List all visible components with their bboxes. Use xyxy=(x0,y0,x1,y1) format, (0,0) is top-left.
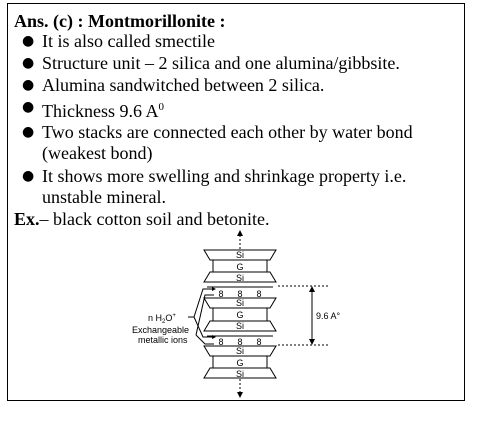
stack-3: Si G Si xyxy=(203,345,277,379)
answer-box: Ans. (c) : Montmorillonite : ● It is als… xyxy=(7,3,465,401)
ion-pointer-upper xyxy=(195,294,214,336)
bullet-text-3: Alumina sandwitched between 2 silica. xyxy=(42,75,325,95)
pointer-arrow xyxy=(212,335,216,339)
bullet-text-5a: Two stacks are connected each other by w… xyxy=(42,122,413,142)
ion-pointer-lower xyxy=(195,334,214,345)
thickness-text: Thickness 9.6 A xyxy=(42,101,159,121)
ion-symbol: 8 xyxy=(256,289,261,299)
ion-symbol: 8 xyxy=(237,289,242,299)
answer-heading: Ans. (c) : Montmorillonite : xyxy=(14,11,225,31)
silica-layer xyxy=(203,297,277,309)
layer-label-g: G xyxy=(236,262,243,272)
interlayer-water-2: 8 8 8 xyxy=(207,335,273,347)
example-text: – black cotton soil and betonite. xyxy=(39,209,270,229)
ion-symbol: 8 xyxy=(256,337,261,347)
bullet-text-1: It is also called smectile xyxy=(42,31,215,51)
bullet-icon: ● xyxy=(22,55,35,71)
dimension-arrow-top xyxy=(309,286,315,292)
bullet-icon: ● xyxy=(22,168,35,184)
layer-label-si: Si xyxy=(236,250,244,260)
bullet-icon: ● xyxy=(22,77,35,93)
silica-layer xyxy=(203,249,277,261)
dimension-arrow-bottom xyxy=(309,339,315,345)
exchangeable-label-line2: metallic ions xyxy=(138,335,188,345)
answer-title: Montmorillonite : xyxy=(88,11,226,31)
water-pointer-lower xyxy=(193,316,212,338)
montmorillonite-structure-diagram: Si G Si 8 8 8 Si G Si 8 8 8 xyxy=(132,230,341,398)
layer-label-si: Si xyxy=(236,346,244,356)
bullet-text-2: Structure unit – 2 silica and one alumin… xyxy=(42,53,400,73)
example-line: Ex.– black cotton soil and betonite. xyxy=(14,209,269,229)
layer-label-si: Si xyxy=(236,321,244,331)
water-ion-labels: n H2O+ Exchangeable metallic ions xyxy=(132,287,216,345)
bullet-icon: ● xyxy=(22,33,35,49)
example-label: Ex. xyxy=(14,209,40,229)
layer-label-si: Si xyxy=(236,273,244,283)
layer-label-si: Si xyxy=(236,298,244,308)
interlayer-water-1: 8 8 8 xyxy=(207,286,273,299)
ion-symbol: 8 xyxy=(218,289,223,299)
water-pointer-upper xyxy=(188,288,212,318)
thickness-label: 9.6 A° xyxy=(316,311,341,321)
bullet-text-6b: unstable mineral. xyxy=(42,187,166,207)
bottom-arrow-head xyxy=(237,392,243,398)
stack-2: Si G Si xyxy=(203,297,277,332)
layer-label-g: G xyxy=(236,310,243,320)
bullet-text-4: Thickness 9.6 A0 xyxy=(42,97,164,121)
bullet-icon: ● xyxy=(22,99,35,115)
bullet-text-5b: (weakest bond) xyxy=(42,143,153,163)
layer-label-g: G xyxy=(236,358,243,368)
pointer-arrow xyxy=(212,287,216,291)
water-label: n H2O+ xyxy=(148,313,176,325)
ion-symbol: 8 xyxy=(218,337,223,347)
layer-label-si: Si xyxy=(236,369,244,379)
answer-prefix: Ans. (c) : xyxy=(14,11,88,31)
silica-layer xyxy=(203,367,277,379)
ion-symbol: 8 xyxy=(237,337,242,347)
silica-layer xyxy=(203,320,277,332)
bullet-text-6a: It shows more swelling and shrinkage pro… xyxy=(42,166,407,186)
silica-layer xyxy=(203,271,277,283)
thickness-superscript: 0 xyxy=(158,101,165,113)
silica-layer xyxy=(203,345,277,357)
exchangeable-label-line1: Exchangeable xyxy=(132,325,189,335)
thickness-dimension: 9.6 A° xyxy=(278,285,341,346)
stack-1: Si G Si xyxy=(203,249,277,283)
top-arrow-head xyxy=(237,230,243,236)
bullet-icon: ● xyxy=(22,124,35,140)
